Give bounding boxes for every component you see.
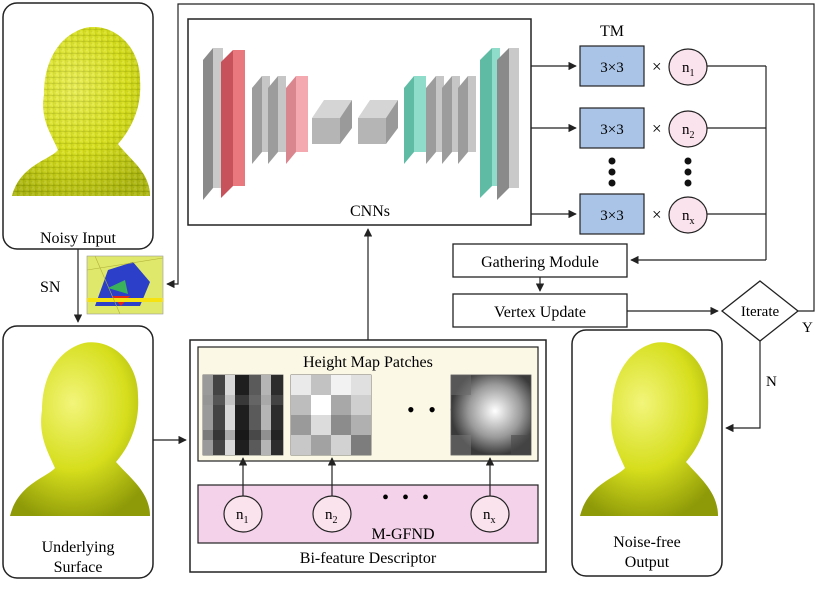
tm-matrix-box [579,45,645,87]
normal-circle [668,196,708,234]
times-sign: × [652,119,662,138]
tm-matrix-label: 3×3 [600,122,623,138]
cnn-block: CNNs [187,18,532,226]
output-label-line1: Noise-free [613,534,681,551]
underlying-surface-panel: Underlying Surface [2,325,154,579]
tm-matrix-box [579,193,645,235]
vertex-update-module: Vertex Update [452,293,628,328]
sn-label: SN [40,279,61,296]
bi-feature-label: Bi-feature Descriptor [300,550,437,567]
cnn-architecture-graphic [203,48,519,200]
underlying-label-line2: Surface [54,559,103,576]
underlying-label-line1: Underlying [42,539,115,556]
tm-row-1: 3×3 × n1 [579,45,708,87]
mgfnd-panel: n1 n2 • • • M-GFND nx [197,484,539,544]
noise-free-output-panel: Noise-free Output [571,329,723,577]
noisy-bust-image [12,27,150,196]
height-map-title: Height Map Patches [303,354,433,371]
mgfnd-label: M-GFND [371,526,434,543]
normal-label: n1 [682,60,695,79]
gathering-module: Gathering Module [452,243,628,278]
tm-matrix-label: 3×3 [600,60,623,76]
patch-ellipsis: • • • [407,397,461,422]
height-map-panel: Height Map Patches [197,346,539,462]
connectors [73,3,815,496]
times-sign: × [652,205,662,224]
tm-matrix-box [579,107,645,149]
vertex-update-label: Vertex Update [494,304,586,321]
normal-label: n2 [325,507,338,526]
tm-ellipsis-dots [608,157,692,187]
height-map-patch [290,374,372,456]
noisy-input-panel: Noisy Input [2,2,154,250]
normal-label: nx [682,208,695,227]
times-sign: × [652,57,662,76]
normal-label: nx [483,507,496,526]
no-label: N [766,374,777,390]
sn-thumbnail [86,255,164,315]
height-map-patch [450,374,532,456]
tm-label: TM [600,23,624,40]
noisy-input-label: Noisy Input [40,230,117,247]
yes-label: Y [802,320,813,336]
normal-circle [668,48,708,86]
tm-row-x: 3×3 × nx [579,193,708,235]
normal-circle [668,110,708,148]
height-map-patch [202,374,284,456]
output-label-line2: Output [625,554,670,571]
cnn-label: CNNs [350,203,390,220]
tm-row-2: 3×3 × n2 [579,107,708,149]
mgfnd-ellipsis: • • • [382,487,433,509]
normal-label: n1 [236,507,249,526]
bi-feature-descriptor: Height Map Patches [189,339,547,573]
tm-matrix-label: 3×3 [600,208,623,224]
iterate-decision: Iterate [720,280,800,342]
gathering-module-label: Gathering Module [481,254,599,271]
output-bust-image [580,342,718,516]
smooth-bust-image [10,342,150,516]
iterate-label: Iterate [741,304,780,320]
normal-label: n2 [682,122,695,141]
